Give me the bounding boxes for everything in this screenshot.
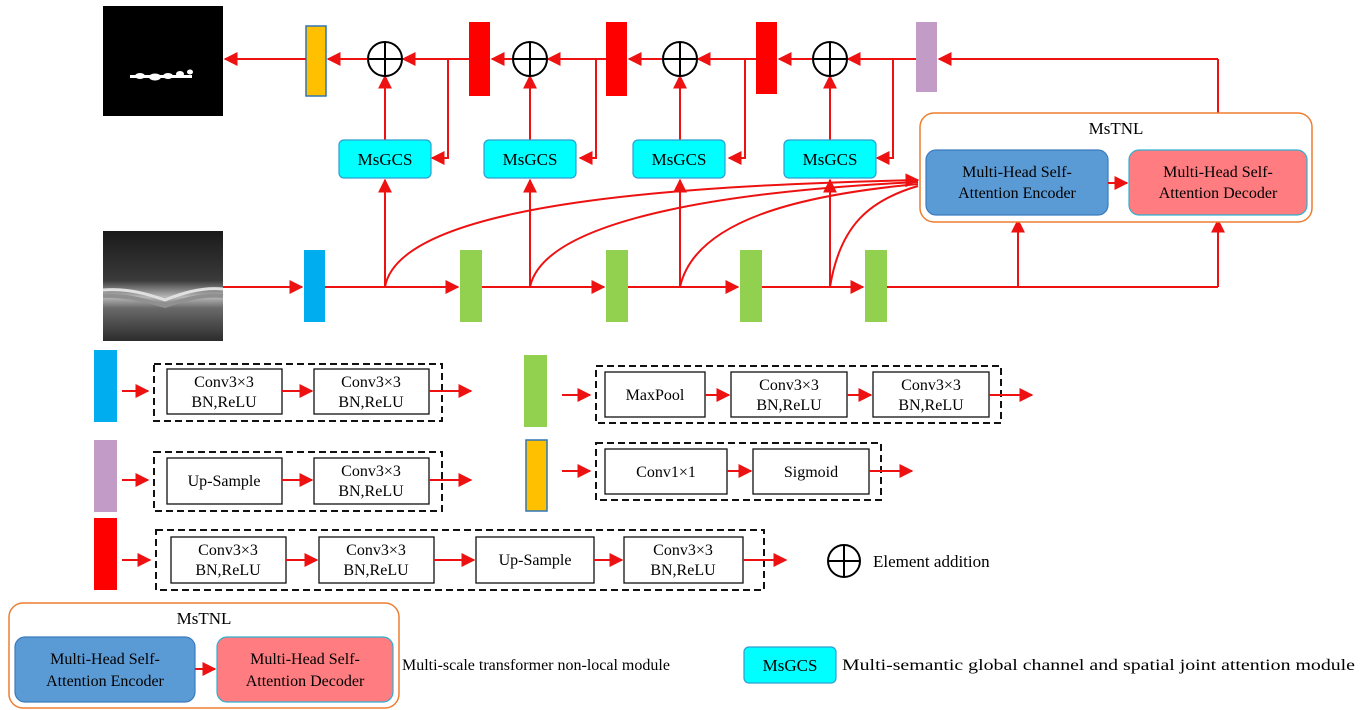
legend-up-block: Up-Sample Conv3×3 BN,ReLU: [94, 440, 471, 512]
element-addition-3: [663, 42, 697, 76]
conv-label-line1: Conv3×3: [194, 374, 254, 391]
maxpool-label: MaxPool: [626, 387, 685, 404]
mhsa-encoder-box: [926, 150, 1108, 215]
decode-block-1: [469, 22, 490, 96]
msgcs-label: MsGCS: [803, 150, 858, 169]
legend-mhsa-encoder-line1: Multi-Head Self-: [50, 651, 160, 668]
output-block: [306, 26, 326, 96]
conv-label-line1: Conv3×3: [759, 377, 819, 394]
mhsa-encoder-line2: Attention Encoder: [958, 185, 1076, 202]
legend-encoder-box: [15, 637, 195, 702]
msgcs-label: MsGCS: [503, 150, 558, 169]
conv-label-line1: Conv3×3: [346, 542, 406, 559]
conv-label-line2: BN,ReLU: [343, 562, 409, 579]
msgcs-label: MsGCS: [358, 150, 413, 169]
mstnl-title: MsTNL: [1089, 119, 1144, 138]
legend-decoder-box: [217, 637, 393, 702]
encoder-path-arrows: [223, 220, 1218, 287]
down-block-3: [740, 250, 762, 322]
msgcs-box-4: MsGCS: [784, 140, 876, 178]
down-block-1: [460, 250, 482, 322]
mhsa-decoder-line1: Multi-Head Self-: [1163, 164, 1273, 181]
legend-element-addition: Element addition: [828, 545, 990, 577]
legend-mhsa-decoder-line2: Attention Decoder: [246, 673, 365, 690]
legend-down-block: MaxPool Conv3×3 BN,ReLU Conv3×3 BN,ReLU: [524, 355, 1032, 427]
conv1x1-label: Conv1×1: [636, 464, 696, 481]
legend-mstnl: MsTNL Multi-Head Self- Attention Encoder…: [9, 603, 399, 708]
mhsa-decoder-line2: Attention Decoder: [1159, 185, 1278, 202]
conv-label-line2: BN,ReLU: [338, 394, 404, 411]
element-addition-4: [813, 42, 847, 76]
mhsa-encoder-line1: Multi-Head Self-: [962, 164, 1072, 181]
conv-label-line1: Conv3×3: [901, 377, 961, 394]
down-block-4: [865, 250, 887, 322]
conv-label-line1: Conv3×3: [198, 542, 258, 559]
conv-label-line2: BN,ReLU: [650, 562, 716, 579]
sigmoid-label: Sigmoid: [784, 464, 838, 481]
conv-label-line2: BN,ReLU: [338, 483, 404, 500]
msgcs-box-3: MsGCS: [633, 140, 725, 178]
upsample-label: Up-Sample: [499, 552, 572, 569]
conv-label-line2: BN,ReLU: [756, 397, 822, 414]
mstnl-module: MsTNL Multi-Head Self- Attention Encoder…: [920, 113, 1312, 222]
legend-output-block: Conv1×1 Sigmoid: [526, 440, 912, 511]
input-oct-image: [103, 231, 223, 341]
conv-label-line2: BN,ReLU: [195, 562, 261, 579]
mhsa-decoder-box: [1129, 150, 1307, 215]
conv-label-line2: BN,ReLU: [898, 397, 964, 414]
down-block-2: [606, 250, 628, 322]
encoder-block: [304, 250, 325, 322]
conv-label-line1: Conv3×3: [653, 542, 713, 559]
up-block: [916, 22, 937, 92]
upsample-label: Up-Sample: [188, 473, 261, 490]
element-addition-label: Element addition: [873, 552, 990, 571]
decode-block-3: [756, 22, 777, 94]
msgcs-label: MsGCS: [652, 150, 707, 169]
msgcs-box-1: MsGCS: [339, 140, 431, 178]
legend-mhsa-decoder-line1: Multi-Head Self-: [250, 651, 360, 668]
legend-mhsa-encoder-line2: Attention Encoder: [46, 673, 164, 690]
decode-block-2: [606, 22, 627, 96]
legend-mstnl-title: MsTNL: [177, 609, 232, 628]
legend-decode-block: Conv3×3 BN,ReLU Conv3×3 BN,ReLU Up-Sampl…: [94, 518, 786, 590]
mstnl-description: Multi-scale transformer non-local module: [402, 657, 670, 674]
msgcs-box-2: MsGCS: [484, 140, 576, 178]
output-segmentation-image: [103, 6, 223, 116]
conv-label-line1: Conv3×3: [341, 374, 401, 391]
conv-label-line2: BN,ReLU: [191, 394, 257, 411]
legend-msgcs-label: MsGCS: [763, 656, 818, 675]
element-addition-2: [513, 42, 547, 76]
legend-encoder-block: Conv3×3 BN,ReLU Conv3×3 BN,ReLU: [94, 350, 471, 422]
legend-msgcs: MsGCS: [744, 647, 836, 683]
conv-label-line1: Conv3×3: [341, 463, 401, 480]
msgcs-description: Multi-semantic global channel and spatia…: [842, 657, 1355, 674]
element-addition-1: [368, 42, 402, 76]
